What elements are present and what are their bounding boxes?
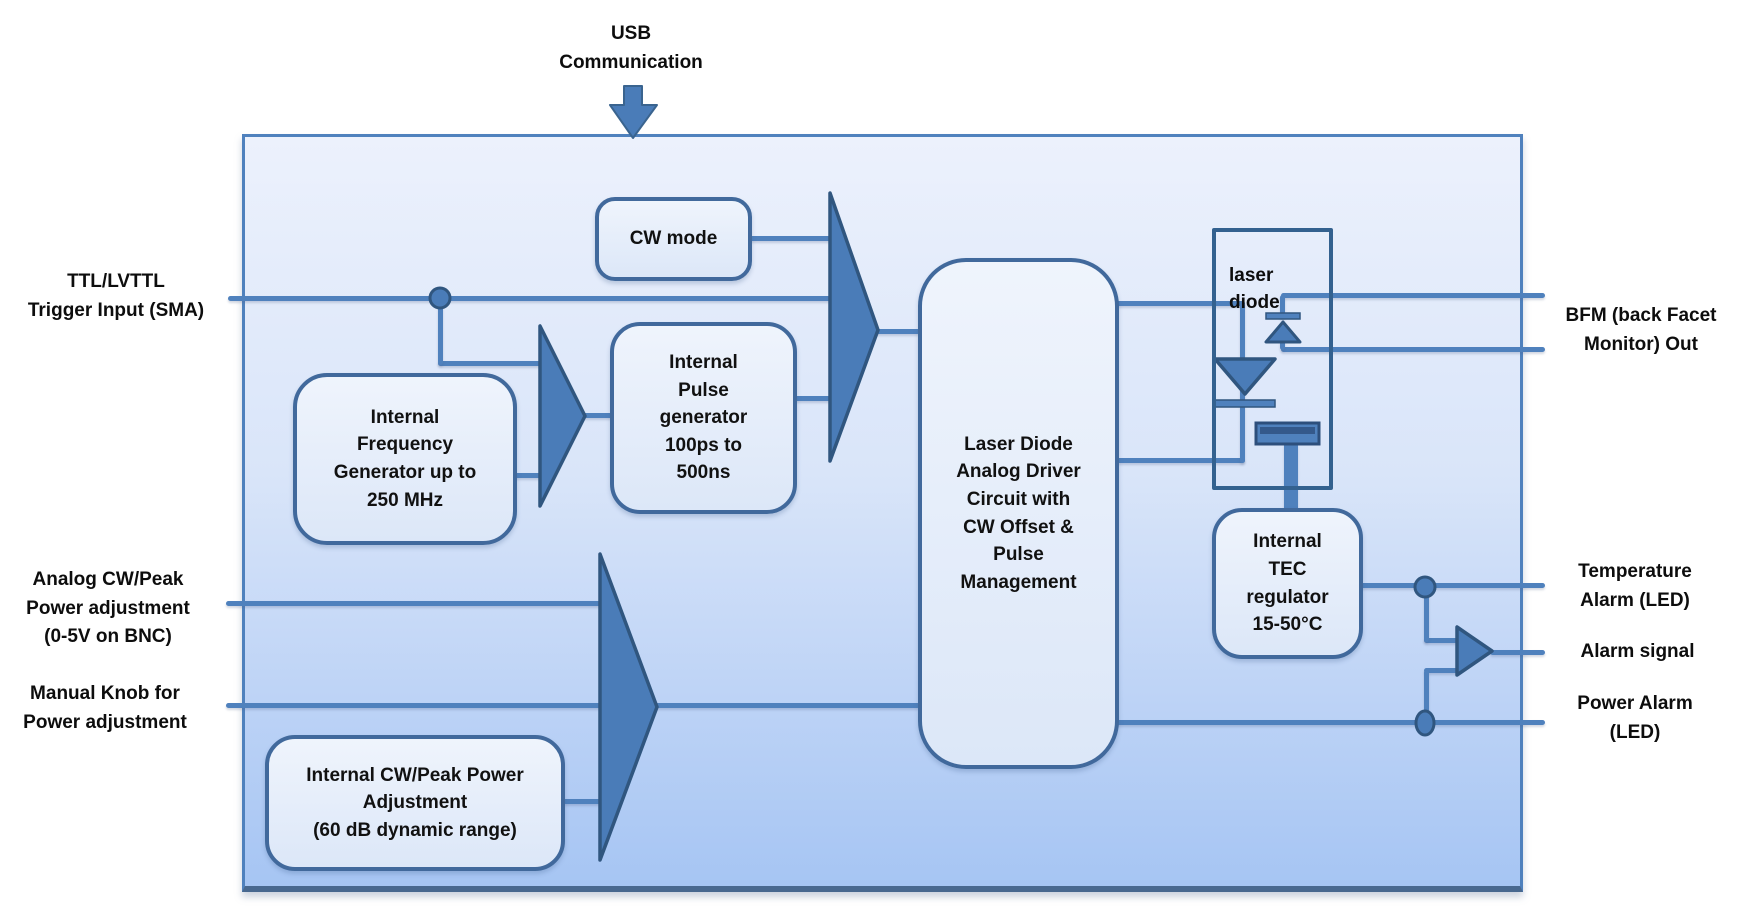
mux-triangle-pulse-source	[538, 324, 587, 508]
junction-node-power	[1414, 709, 1436, 737]
manual-knob-label: Manual Knob for Power adjustment	[23, 683, 187, 733]
trigger-input-label: TTL/LVTTL Trigger Input (SMA)	[27, 271, 205, 321]
bfm-out-label: BFM (back Facet Monitor) Out	[1565, 305, 1717, 355]
wire-power-alarm	[1116, 720, 1545, 725]
wire-power-tap-vertical	[1424, 670, 1429, 724]
mux-triangle-power-select	[598, 552, 659, 862]
wire-tec-stem	[1284, 443, 1298, 511]
power-alarm-label: Power Alarm (LED)	[1577, 693, 1693, 743]
usb-communication-label: USB Communication	[559, 23, 703, 73]
usb-arrow-icon	[609, 85, 658, 139]
wire-cwmode-to-mux	[749, 236, 832, 241]
pulse-generator-label: Internal Pulse generator 100ps to 500ns	[659, 352, 748, 484]
wire-powermux-to-driver	[654, 703, 920, 708]
tec-regulator-label: Internal TEC regulator 15-50°C	[1246, 531, 1329, 636]
analog-adjustment-label: Analog CW/Peak Power adjustment (0-5V on…	[26, 569, 190, 647]
mux-triangle-mode-select	[828, 191, 880, 463]
wire-power-to-buffer	[1424, 668, 1460, 673]
junction-node-trigger	[428, 286, 452, 310]
photodiode-symbol	[1264, 312, 1302, 344]
wire-trigger-input	[228, 296, 832, 301]
wire-temp-to-buffer	[1424, 638, 1460, 643]
wire-mux-to-pulsegen	[582, 413, 614, 418]
laser-diode-box: laser diode	[1212, 228, 1333, 490]
wire-temperature-alarm	[1360, 583, 1545, 588]
internal-power-block: Internal CW/Peak Power Adjustment (60 dB…	[265, 735, 565, 871]
temperature-alarm-label: Temperature Alarm (LED)	[1578, 561, 1692, 611]
frequency-generator-block: Internal Frequency Generator up to 250 M…	[293, 373, 517, 545]
alarm-buffer-triangle	[1455, 625, 1494, 677]
alarm-signal-label: Alarm signal	[1580, 641, 1695, 662]
wire-pulsegen-to-mux	[794, 396, 832, 401]
wire-trigger-tap	[438, 361, 544, 366]
wire-trigger-tap-vertical	[438, 298, 443, 365]
wire-driver-cathode	[1116, 458, 1245, 463]
wire-temp-tap-vertical	[1424, 586, 1429, 642]
wire-bfm-bottom	[1281, 347, 1545, 352]
wire-freqgen-to-mux	[514, 473, 544, 478]
wire-mux-to-driver	[872, 329, 920, 334]
wire-photodiode-bottom-stub	[1280, 338, 1285, 350]
wire-driver-anode	[1116, 301, 1245, 306]
wire-analog-input	[226, 601, 604, 606]
cw-mode-label: CW mode	[629, 228, 718, 250]
wire-manual-input	[226, 703, 604, 708]
wire-intpower-to-mux	[563, 799, 604, 804]
driver-circuit-label: Laser Diode Analog Driver Circuit with C…	[956, 433, 1081, 593]
tec-element-symbol	[1254, 421, 1321, 446]
wire-alarm-signal-out	[1490, 650, 1545, 655]
internal-power-label: Internal CW/Peak Power Adjustment (60 dB…	[306, 764, 524, 841]
wire-bfm-top	[1281, 293, 1545, 298]
pulse-generator-block: Internal Pulse generator 100ps to 500ns	[610, 322, 797, 514]
tec-regulator-block: Internal TEC regulator 15-50°C	[1212, 508, 1363, 659]
junction-node-temperature	[1413, 575, 1437, 599]
driver-circuit-block: Laser Diode Analog Driver Circuit with C…	[918, 258, 1119, 769]
wire-photodiode-top-stub	[1280, 295, 1285, 319]
cw-mode-block: CW mode	[595, 197, 752, 281]
frequency-generator-label: Internal Frequency Generator up to 250 M…	[333, 406, 477, 511]
laser-diode-label: laser diode	[1229, 264, 1280, 314]
